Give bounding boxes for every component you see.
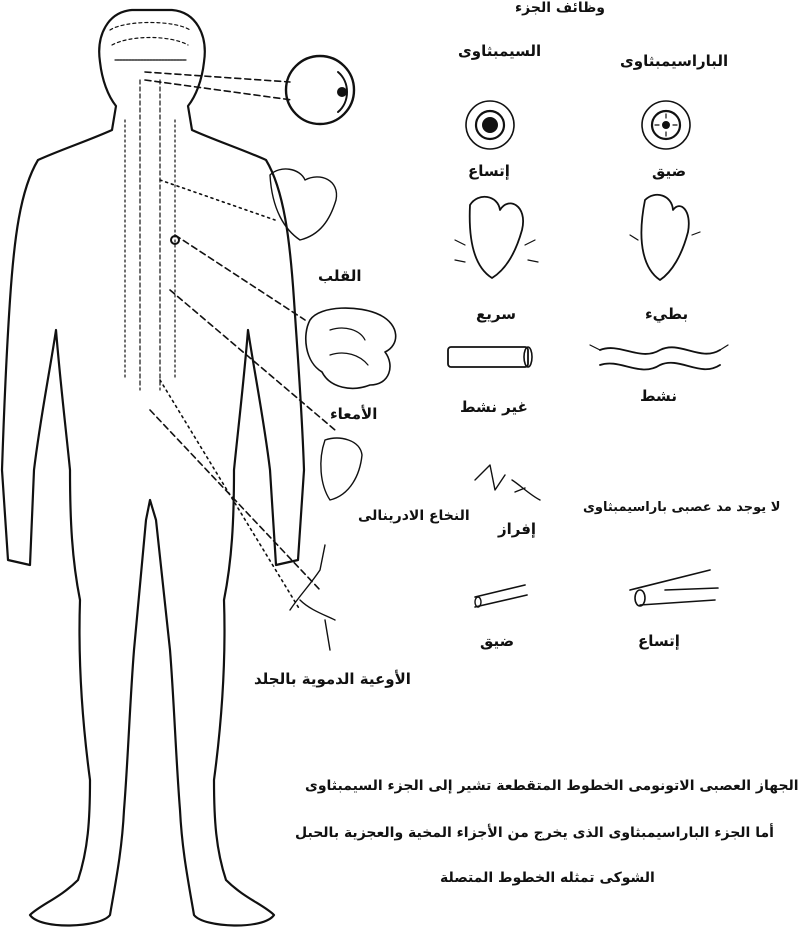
intestine-sympathetic-label: غير نشط xyxy=(460,398,528,416)
human-body-outline xyxy=(2,10,304,926)
adrenal-sketch xyxy=(321,438,362,500)
heart-organ-label: القلب xyxy=(318,267,362,285)
brain-pattern xyxy=(110,23,190,61)
secretion-icon xyxy=(475,465,540,500)
intestine-parasympathetic-label: نشط xyxy=(640,387,677,405)
vessels-parasympathetic-label: إتساع xyxy=(638,632,680,650)
intestine-organ-label: الأمعاء xyxy=(330,405,377,423)
sympathetic-pupil-icon xyxy=(466,101,514,149)
dilated-vessel-icon xyxy=(630,570,718,606)
header-title: وظائف الجزء xyxy=(515,0,605,16)
intestine-sketch xyxy=(306,308,396,388)
inactive-intestine-icon xyxy=(448,347,532,367)
eye-sympathetic-label: إتساع xyxy=(468,162,510,180)
sympathetic-column-heading: السيمبثاوى xyxy=(458,42,541,60)
caption-line-3: الشوكى تمثله الخطوط المتصلة xyxy=(440,870,655,886)
parasympathetic-column-heading: الباراسيمبثاوى xyxy=(620,52,728,70)
slow-heart-icon xyxy=(630,195,700,280)
active-intestine-icon xyxy=(590,345,728,370)
heart-sympathetic-label: سريع xyxy=(476,305,516,323)
caption-line-1: الجهاز العصبى الاتونومى الخطوط المتقطعة … xyxy=(305,778,799,794)
vessels-organ-label: الأوعية الدموية بالجلد xyxy=(254,670,411,688)
sympathetic-chain xyxy=(125,120,175,380)
caption-line-2: أما الجزء الباراسيمبثاوى الذى يخرج من ال… xyxy=(295,825,774,841)
constricted-vessel-icon xyxy=(475,585,527,607)
adrenal-parasympathetic-label: لا يوجد مد عصبى باراسيمبثاوى xyxy=(583,500,780,515)
adrenal-sympathetic-label: إفراز xyxy=(498,520,536,538)
heart-parasympathetic-label: بطيء xyxy=(645,305,688,323)
parasympathetic-pupil-icon xyxy=(642,101,690,149)
spinal-cord xyxy=(140,80,160,390)
eye-nerve-line xyxy=(145,72,292,100)
vessels-sympathetic-label: ضيق xyxy=(480,632,514,650)
upper-organ-sketch xyxy=(270,169,337,240)
adrenal-organ-label: النخاع الادرينالى xyxy=(358,508,470,524)
eye-parasympathetic-label: ضيق xyxy=(652,162,686,180)
fast-heart-icon xyxy=(455,197,538,278)
